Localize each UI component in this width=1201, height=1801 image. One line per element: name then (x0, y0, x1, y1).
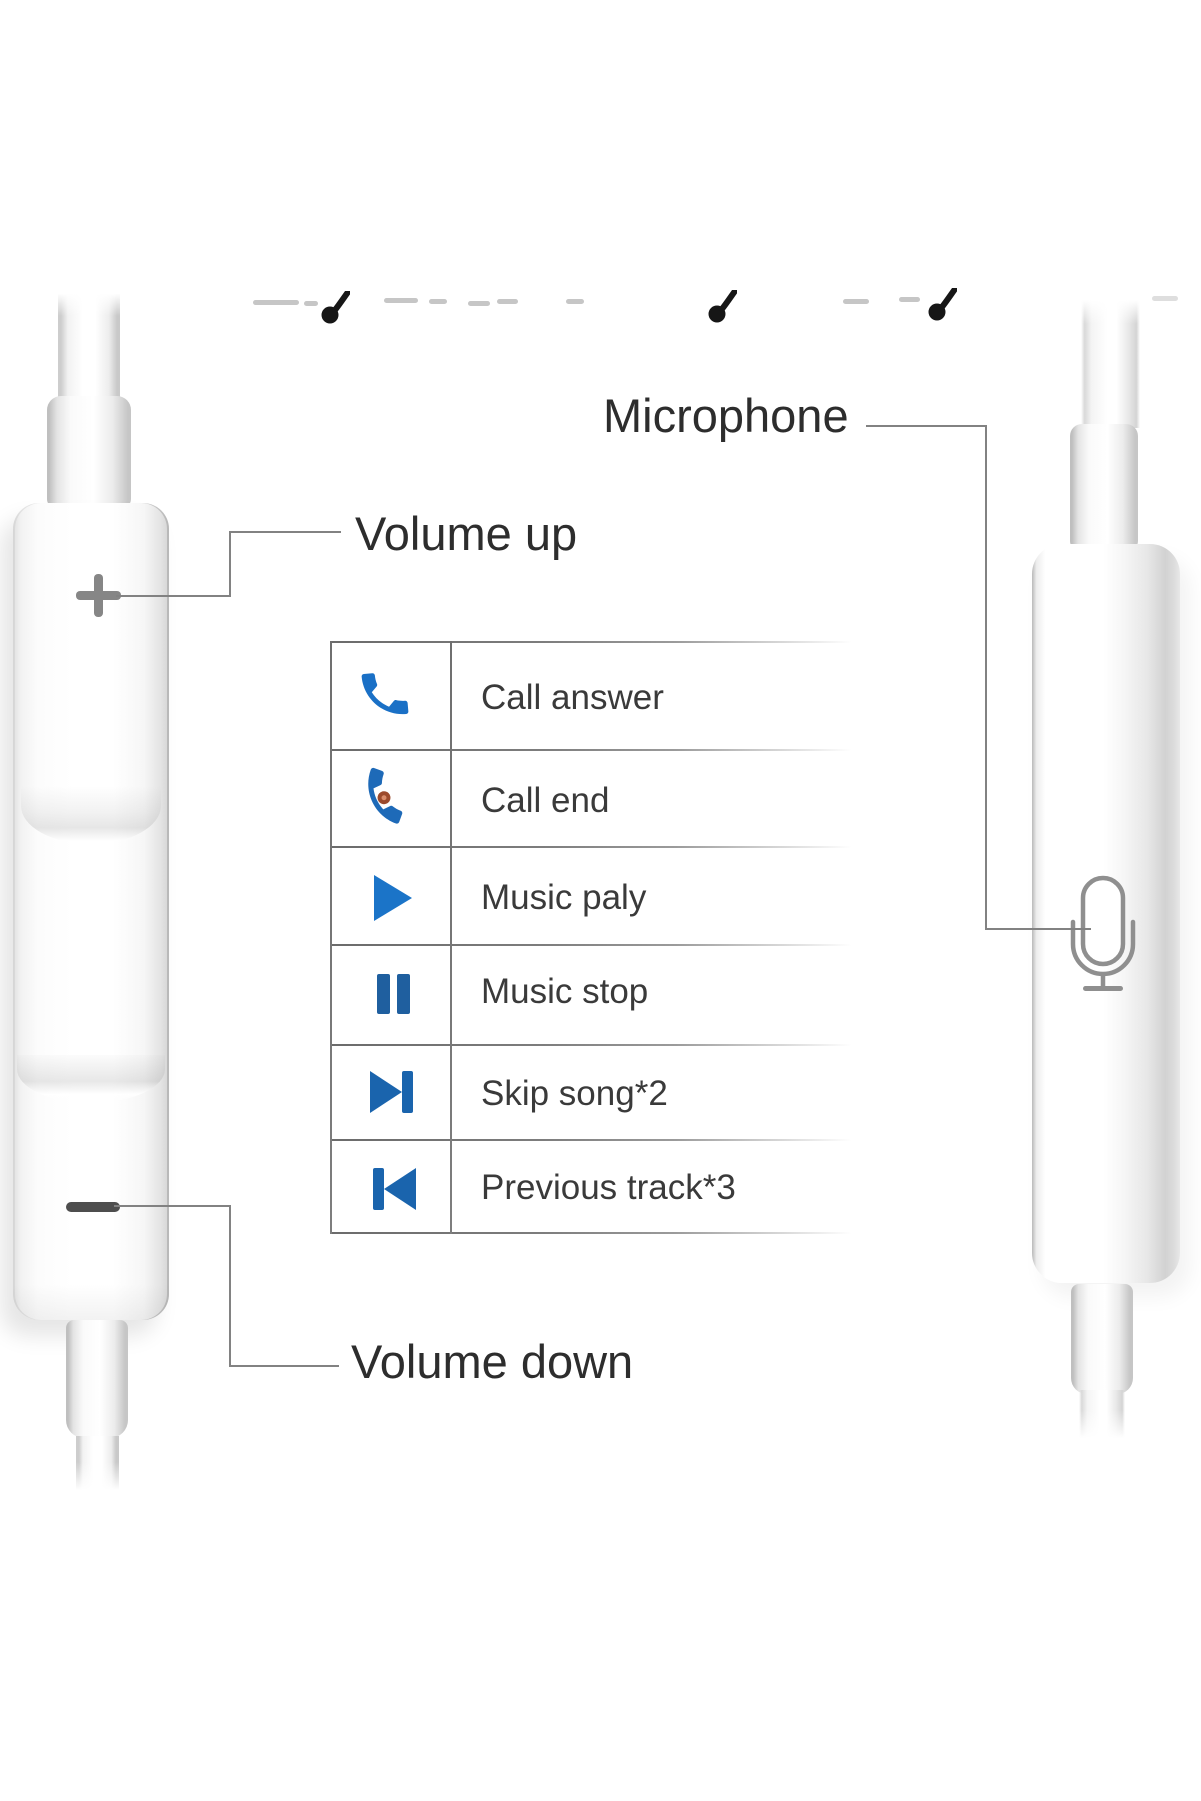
volume-up-leader-line (229, 531, 341, 533)
volume-up-label: Volume up (355, 507, 578, 560)
left-cable-bottom-fade (70, 1462, 126, 1498)
cropped-text-fragment (304, 301, 318, 306)
cropped-text-fragment (899, 297, 920, 302)
microphone-leader-line (985, 425, 987, 930)
right-strain-relief-top (1070, 424, 1138, 550)
call-end-icon (355, 766, 415, 828)
call-answer-icon (356, 662, 414, 726)
volume-up-plus-icon (76, 591, 121, 600)
left-remote-body (13, 503, 169, 1320)
music-stop-icon (377, 974, 390, 1014)
table-row-label: Music paly (481, 878, 647, 917)
music-play-icon (374, 875, 412, 921)
previous-track-icon (384, 1168, 416, 1210)
skip-song-icon (402, 1071, 413, 1113)
microphone-icon (1060, 870, 1150, 1000)
call-answer-icon-svg (361, 673, 409, 714)
cropped-text-fragment (320, 289, 351, 325)
left-strain-relief-bottom (66, 1320, 128, 1438)
cropped-text-fragment (429, 299, 447, 304)
right-cable-top-fade (1074, 290, 1150, 324)
cropped-text-fragment (497, 299, 518, 304)
center-button-recess-top (21, 786, 161, 844)
table-row-label: Previous track*3 (481, 1168, 736, 1207)
volume-down-leader-line (229, 1365, 339, 1367)
table-row-label: Call end (481, 781, 610, 820)
volume-down-leader-line (229, 1205, 231, 1367)
left-cable-top-fade (52, 284, 126, 316)
table-row-divider (330, 749, 862, 751)
volume-up-leader-line (116, 595, 231, 597)
center-button-recess-bottom (17, 1055, 165, 1103)
left-remote-bottom-shade (13, 1284, 169, 1320)
microphone-leader-line (985, 928, 1091, 930)
cropped-text-fragment (707, 288, 738, 324)
cropped-text-fragment (843, 299, 869, 304)
table-row-label: Skip song*2 (481, 1074, 668, 1113)
table-column-divider (450, 641, 452, 1234)
microphone-leader-line (866, 425, 987, 427)
microphone-icon-svg (1070, 875, 1136, 991)
table-row-divider (330, 846, 862, 848)
table-row-label: Call answer (481, 678, 664, 717)
cropped-text-fragment (384, 298, 418, 303)
previous-track-icon (373, 1168, 384, 1210)
music-stop-icon (397, 974, 410, 1014)
cropped-text-fragment (253, 300, 299, 305)
microphone-label: Microphone (603, 389, 849, 442)
left-strain-relief-top (47, 396, 131, 508)
table-row-label: Music stop (481, 972, 649, 1011)
right-cable-bottom-fade (1072, 1410, 1132, 1446)
skip-song-icon (370, 1071, 402, 1113)
call-end-icon-svg (368, 767, 403, 824)
table-row-divider (330, 1139, 862, 1141)
cropped-text-fragment (927, 286, 958, 322)
table-row-divider (330, 944, 862, 946)
table-border-top (330, 641, 862, 643)
right-strain-relief-bottom (1071, 1284, 1133, 1394)
cropped-text-fragment (566, 299, 584, 304)
table-border-bottom (330, 1232, 862, 1234)
volume-up-leader-line (229, 531, 231, 597)
cropped-text-fragment (1152, 296, 1178, 301)
volume-down-minus-icon (66, 1202, 120, 1212)
cropped-text-fragment (468, 301, 490, 306)
table-border-left (330, 641, 332, 1234)
volume-down-label: Volume down (351, 1335, 634, 1388)
volume-down-leader-line (114, 1205, 231, 1207)
table-row-divider (330, 1044, 862, 1046)
